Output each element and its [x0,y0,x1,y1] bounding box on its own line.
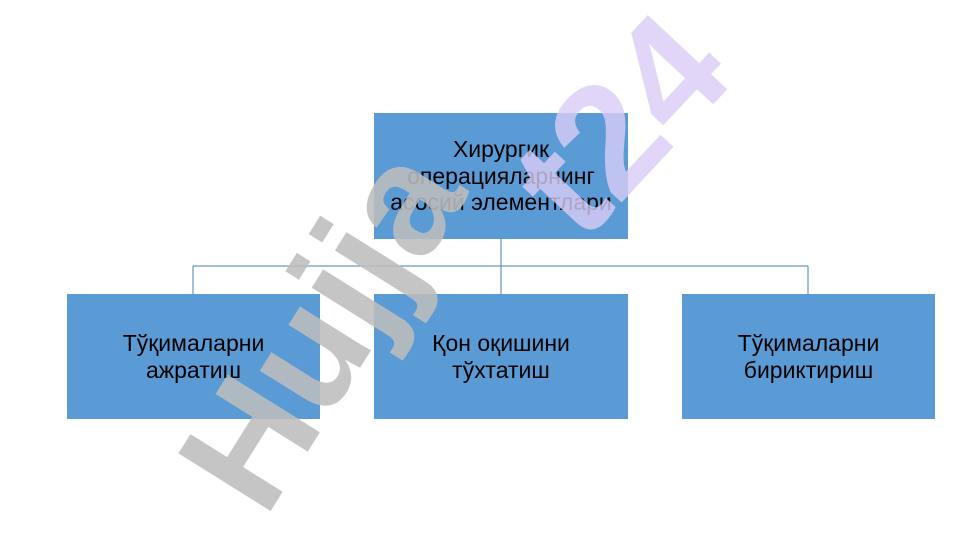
child-node-label: Тўқималарни бириктириш [737,330,880,383]
child-node-hemostasis: Қон оқишини тўхтатиш [374,294,628,419]
root-node-label: Хирургик операцияларнинг асосий элементл… [390,136,612,216]
child-node-label: Қон оқишини тўхтатиш [432,330,570,383]
child-node-separation: Тўқималарни ажратиш [67,294,320,419]
root-node: Хирургик операцияларнинг асосий элементл… [374,113,628,239]
child-node-label: Тўқималарни ажратиш [122,330,265,383]
child-node-joining: Тўқималарни бириктириш [682,294,935,419]
